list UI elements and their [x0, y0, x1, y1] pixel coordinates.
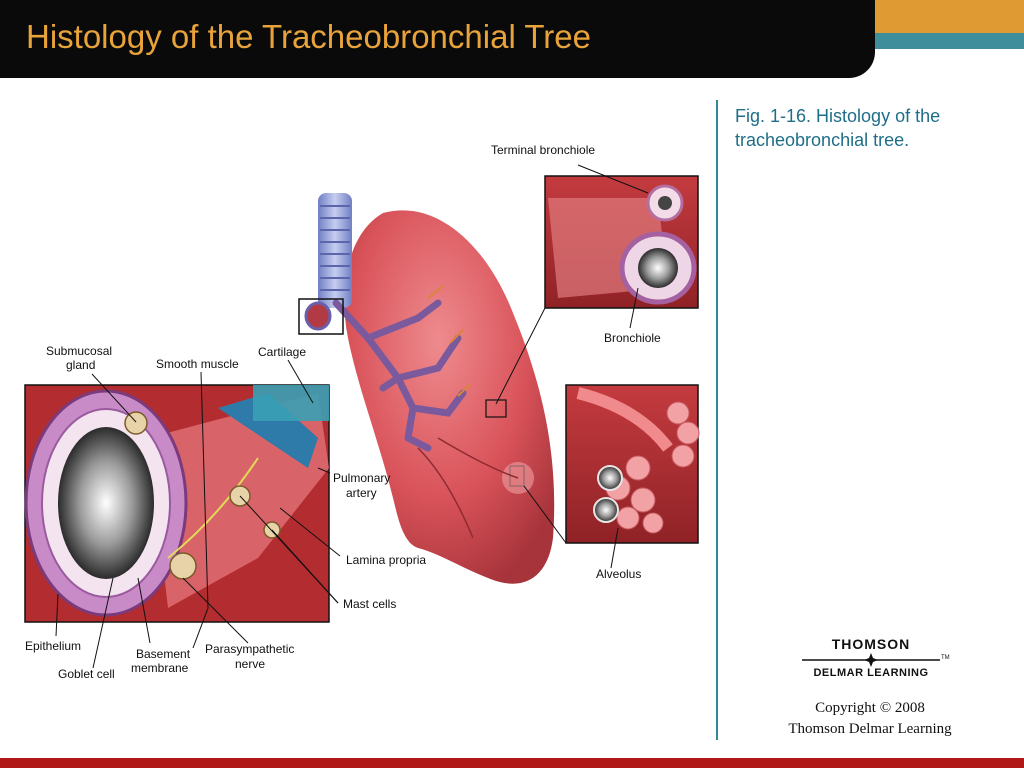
label-goblet-cell: Goblet cell	[58, 667, 115, 681]
label-basement-membrane-1: Basement	[136, 647, 191, 661]
label-terminal-bronchiole: Terminal bronchiole	[491, 143, 596, 157]
thomson-logo: THOMSON TM DELMAR LEARNING	[800, 636, 950, 686]
vertical-divider	[716, 100, 718, 740]
label-basement-membrane-2: membrane	[131, 661, 189, 675]
label-mast-cells: Mast cells	[343, 597, 397, 611]
label-submucosal-gland-2: gland	[66, 358, 96, 372]
copyright-notice: Copyright © 2008 Thomson Delmar Learning	[760, 698, 980, 740]
logo-tm: TM	[941, 655, 950, 661]
logo-star-line: TM	[802, 653, 950, 667]
trachea	[318, 193, 352, 308]
illustration-svg	[24, 164, 700, 669]
label-submucosal-gland-1: Submucosal	[46, 344, 113, 358]
copyright-line-2: Thomson Delmar Learning	[788, 721, 952, 737]
label-smooth-muscle: Smooth muscle	[156, 357, 239, 371]
accent-bar-orange	[875, 0, 1024, 33]
label-epithelium: Epithelium	[25, 639, 82, 653]
title-bar: Histology of the Tracheobronchial Tree	[0, 0, 875, 78]
label-parasympathetic-nerve-2: nerve	[235, 657, 266, 671]
figure-caption: Fig. 1-16. Histology of the tracheobronc…	[735, 106, 941, 150]
lung-shape	[344, 210, 555, 584]
tracheobronchial-illustration: Terminal bronchiole Bronchiole Submucosa…	[18, 138, 708, 690]
accent-bar-teal	[875, 33, 1024, 49]
bronchial-tree	[332, 299, 467, 452]
logo-line-2: DELMAR LEARNING	[813, 667, 929, 679]
copyright-line-1: Copyright © 2008	[815, 700, 925, 716]
label-pulmonary-artery-1: Pulmonary	[333, 471, 391, 485]
label-parasympathetic-nerve-1: Parasympathetic	[205, 642, 295, 656]
bronchiole-marker	[485, 399, 507, 418]
label-pulmonary-artery-2: artery	[346, 486, 377, 500]
label-cartilage: Cartilage	[258, 345, 307, 359]
trachea-section-marker	[298, 298, 344, 335]
label-bronchiole: Bronchiole	[604, 331, 661, 345]
bottom-bar	[0, 758, 1024, 768]
label-lamina-propria: Lamina propria	[346, 553, 427, 567]
label-alveolus: Alveolus	[596, 567, 642, 581]
slide-title: Histology of the Tracheobronchial Tree	[26, 18, 591, 55]
logo-line-1: THOMSON	[831, 636, 911, 652]
